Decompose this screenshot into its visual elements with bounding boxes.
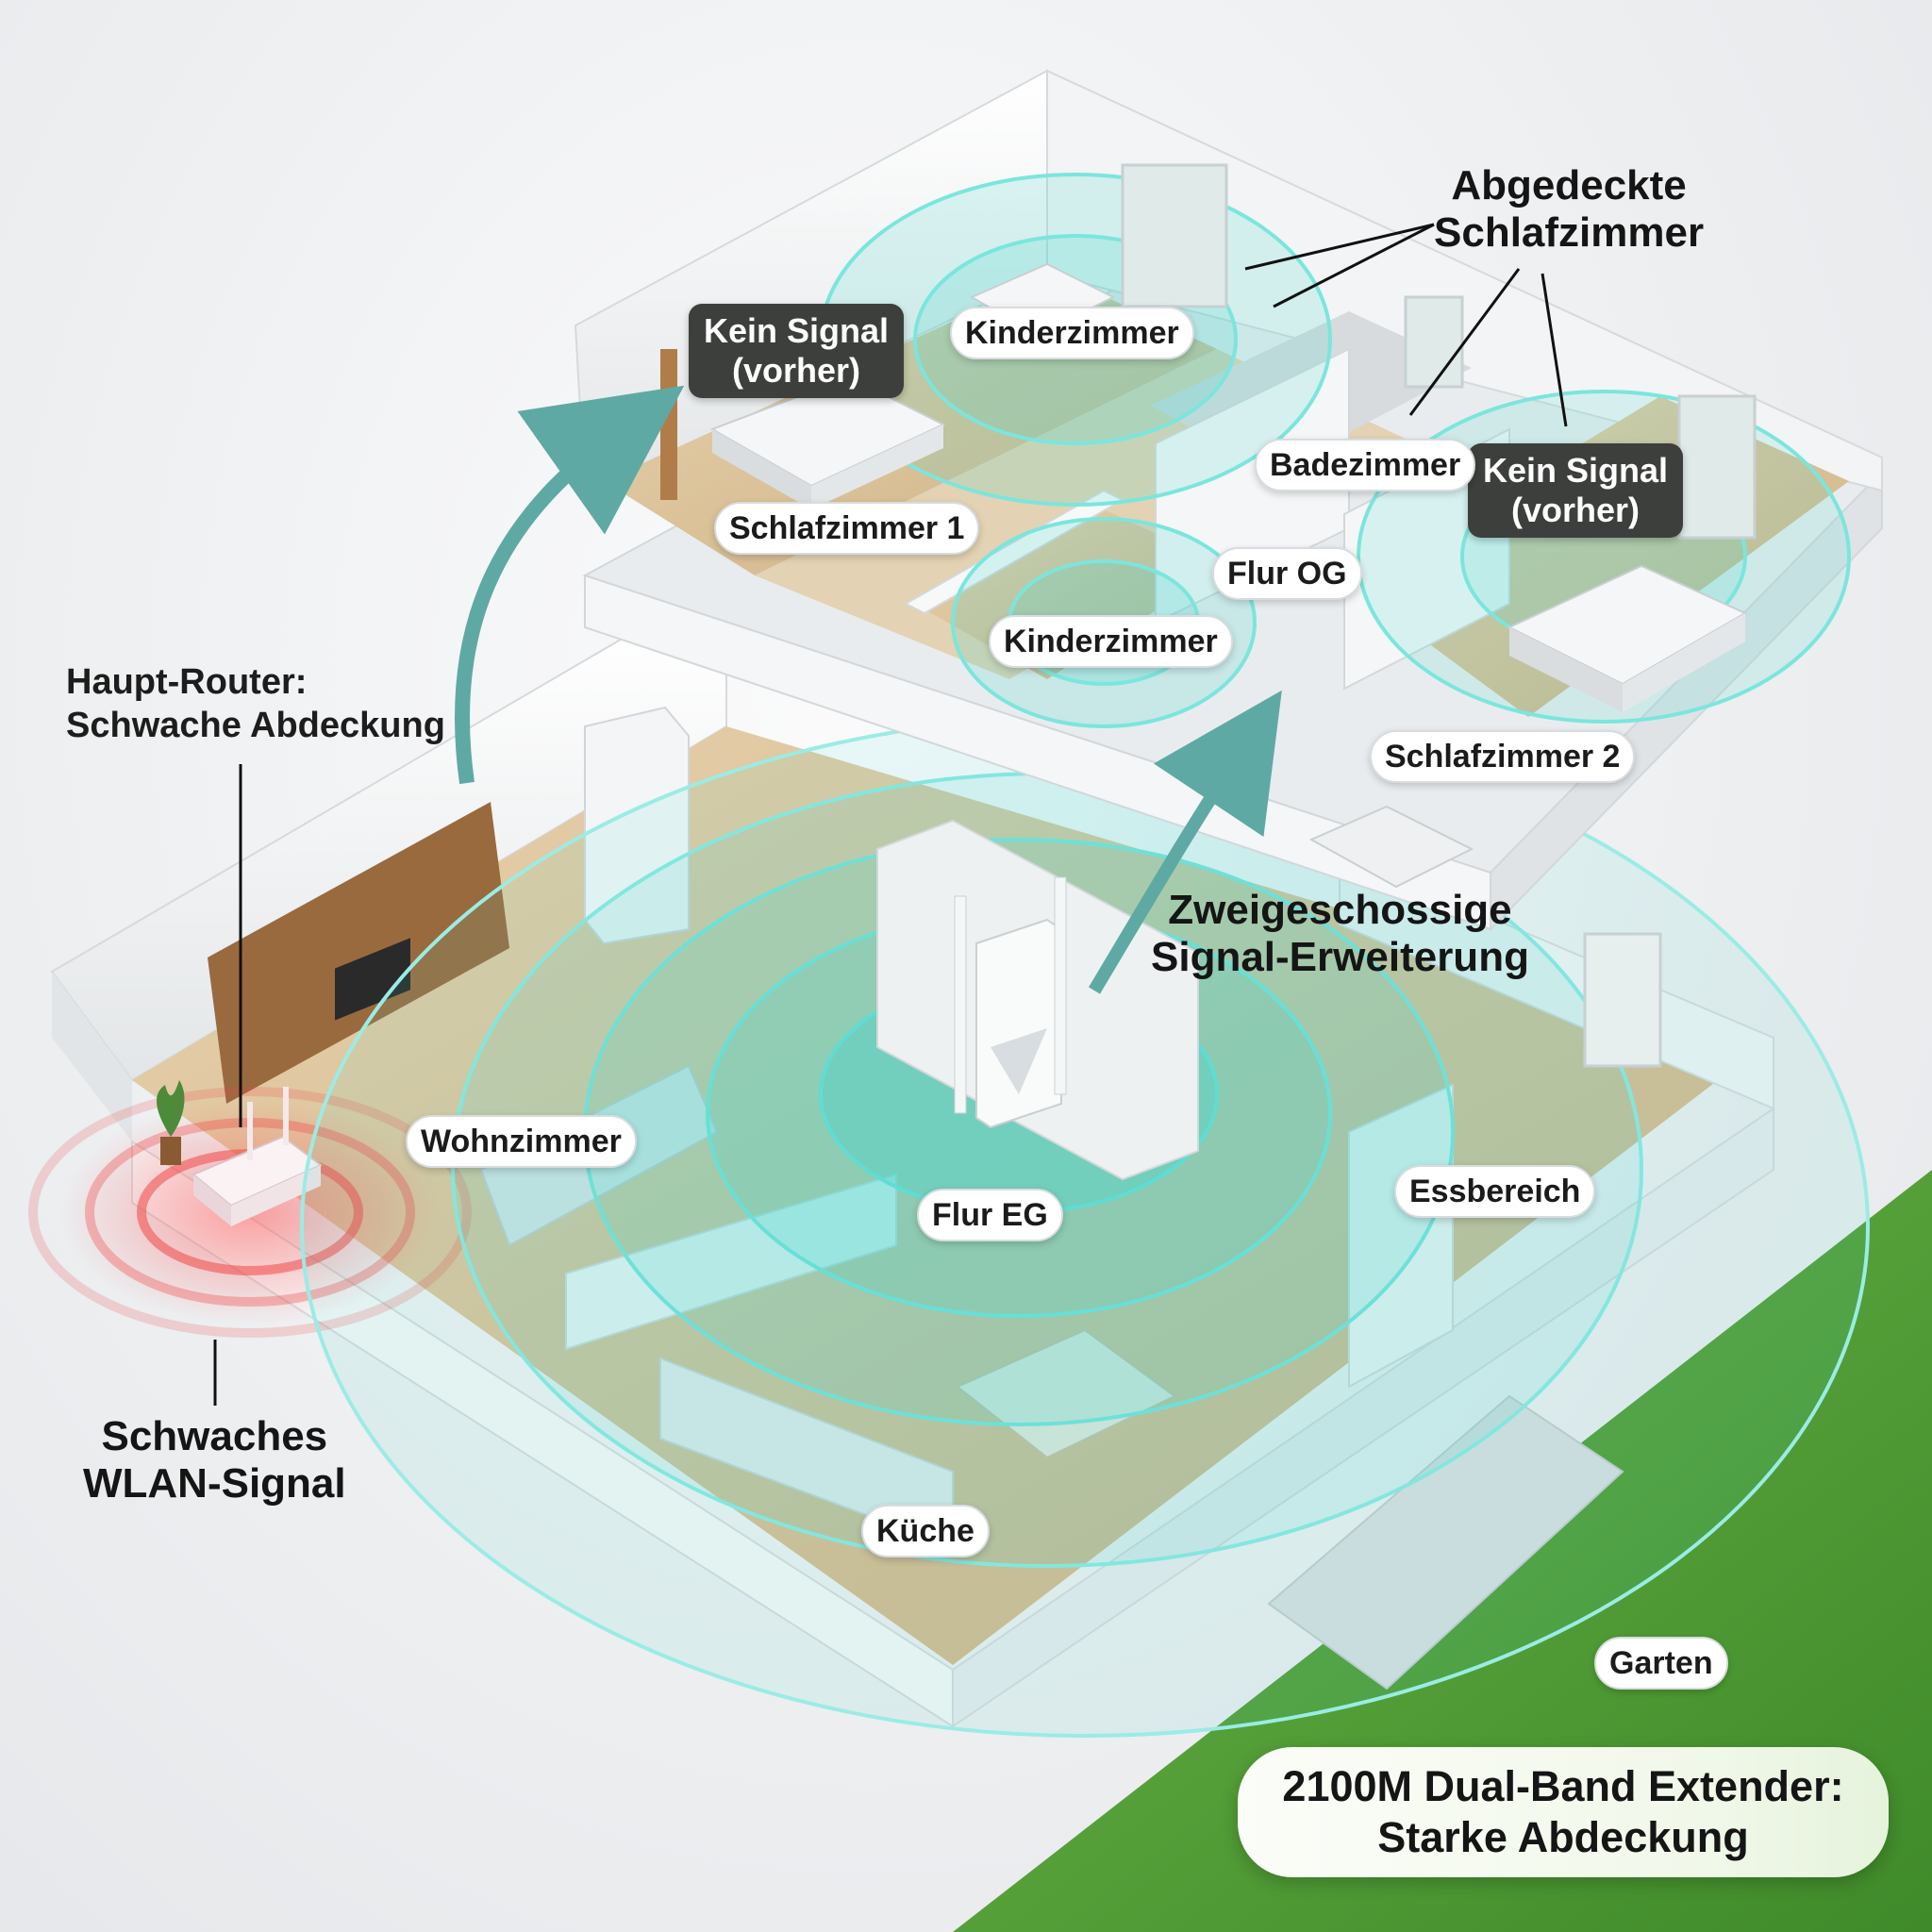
room-label-wohnzimmer: Wohnzimmer [406,1115,637,1168]
upper-floor-slab-front-right [1490,469,1883,932]
covered-bedrooms-callout: Abgedeckte Schlafzimmer [1434,162,1705,256]
room-label-flur-eg: Flur EG [917,1189,1063,1241]
partition-kitchen [565,1173,897,1351]
tv [335,938,410,1021]
room-label-kueche: Küche [861,1505,990,1557]
room-label-kinderzimmer-top: Kinderzimmer [950,307,1194,359]
extender-icon [954,876,1067,1129]
partition-dining [1348,1083,1454,1389]
plant-icon [157,1080,185,1165]
extender-banner: 2100M Dual-Band Extender: Starke Abdecku… [1238,1747,1889,1877]
room-label-garten: Garten [1594,1637,1728,1690]
upper-back-wall-right [1046,69,1883,492]
arrow-icon [454,385,685,785]
router-callout: Haupt-Router: Schwache Abdeckung [66,662,445,745]
ground-floor-front-wall-right [952,1107,1774,1728]
bed-icon-bedroom-2 [1507,564,1748,712]
no-signal-badge-left: Kein Signal (vorher) [689,304,905,398]
patio-tiles [1267,1394,1624,1690]
room-label-essbereich: Essbereich [1394,1165,1596,1218]
bed-icon-bedroom-1 [660,349,946,509]
room-label-badezimmer: Badezimmer [1255,439,1476,491]
extender-signal-rings [300,715,1870,1738]
no-signal-badge-right: Kein Signal (vorher) [1468,443,1684,538]
leader-lines [213,223,1568,1406]
arrow-icon-2 [1088,690,1282,994]
tv-cabinet [208,802,509,1104]
room-label-schlafzimmer-1: Schlafzimmer 1 [714,502,980,555]
bed-icon-guest [1308,805,1474,889]
room-label-schlafzimmer-2: Schlafzimmer 2 [1370,730,1636,783]
window-icons [1121,163,1757,1068]
router-icon [192,1087,323,1226]
weak-signal-callout: Schwaches WLAN-Signal [83,1413,346,1507]
room-label-kinderzimmer-mid: Kinderzimmer [989,615,1233,668]
ground-floor-left-wall [52,972,132,1141]
room-label-flur-og: Flur OG [1212,547,1362,600]
two-storey-callout: Zweigeschossige Signal-Erweiterung [1151,887,1529,980]
